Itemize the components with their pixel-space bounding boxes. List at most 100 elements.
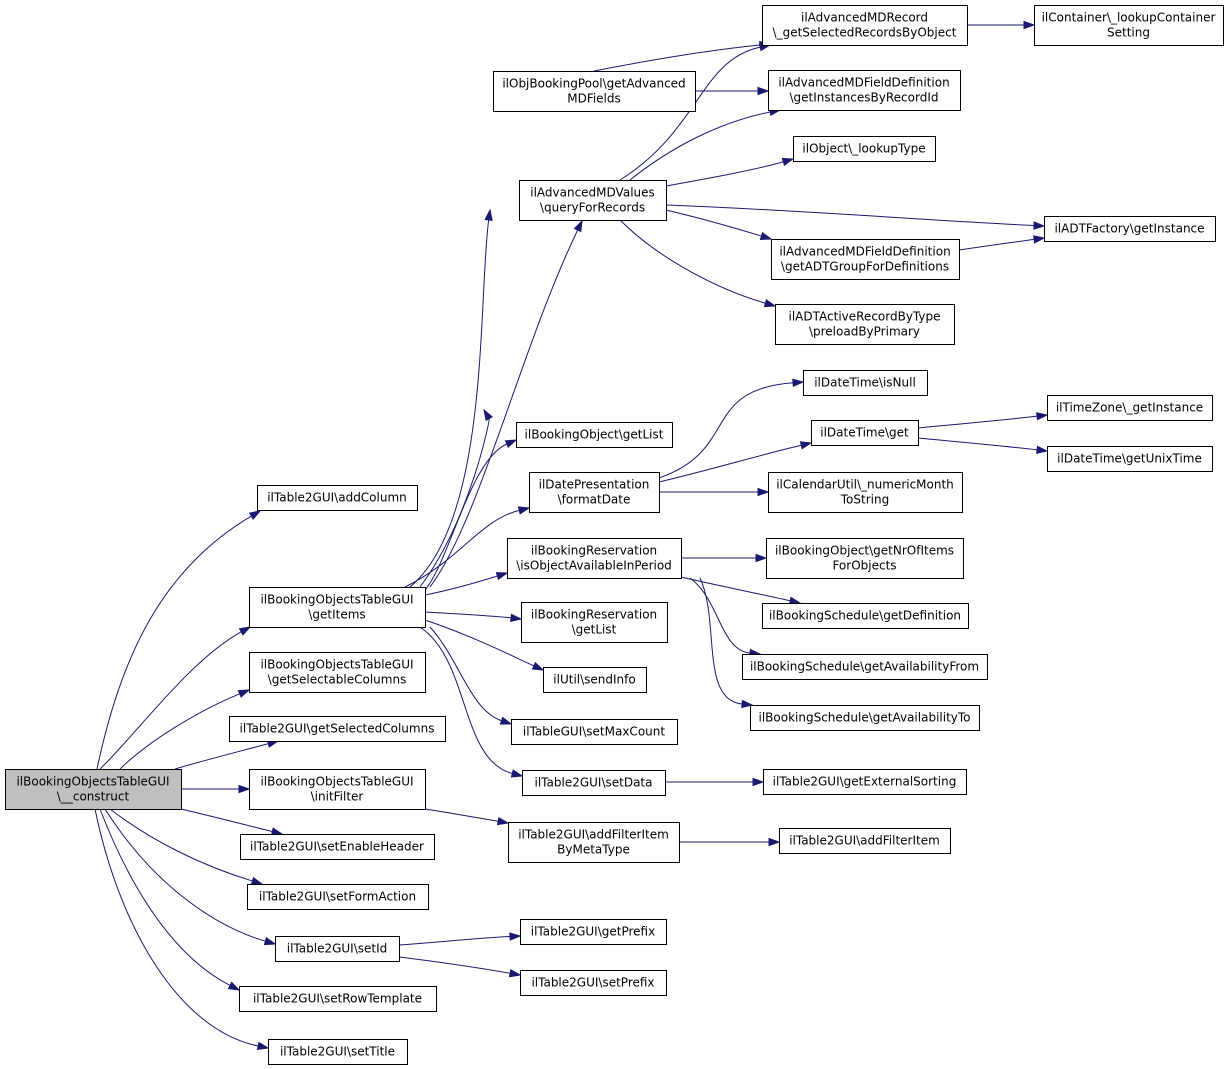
call-edge-dtGet-to-getUnixTime (917, 437, 1049, 454)
node-label: ilDatePresentation (539, 478, 650, 492)
call-edge-formatDate-to-dtGet (658, 441, 813, 483)
call-edge-construct-to-getSelectedColumns (174, 739, 280, 770)
function-node-getSelectedRecordsByObject[interactable]: ilAdvancedMDRecord\_getSelectedRecordsBy… (762, 5, 968, 46)
arrowhead (759, 231, 773, 240)
node-box (239, 986, 437, 1012)
node-label: ilTable2GUI\setRowTemplate (253, 992, 422, 1006)
function-node-preloadByPrimary[interactable]: ilADTActiveRecordByType\preloadByPrimary (775, 304, 955, 345)
call-edge-getItems-to-getAdvancedMDFields (409, 208, 493, 588)
function-node-setFormAction[interactable]: ilTable2GUI\setFormAction (247, 884, 429, 910)
arrowhead (1036, 445, 1049, 454)
function-node-getAvailabilityTo[interactable]: ilBookingSchedule\getAvailabilityTo (750, 705, 980, 731)
node-box (522, 770, 666, 796)
function-node-setPrefix[interactable]: ilTable2GUI\setPrefix (520, 970, 667, 996)
node-label: \initFilter (311, 790, 364, 804)
node-label: ilTable2GUI\getExternalSorting (773, 775, 957, 789)
call-edge-construct-to-getSelectableColumns (119, 689, 251, 770)
function-node-initFilter[interactable]: ilBookingObjectsTableGUI\initFilter (249, 769, 426, 810)
function-node-getInstancesByRecordId[interactable]: ilAdvancedMDFieldDefinition\getInstances… (768, 70, 961, 111)
node-label: ilBookingObject\getNrOfItems (775, 544, 954, 558)
function-node-setRowTemplate[interactable]: ilTable2GUI\setRowTemplate (239, 986, 437, 1012)
call-edge-queryForRecords-to-lookupType (665, 157, 795, 187)
arrowhead (250, 876, 264, 885)
node-label: ilContainer\_lookupContainer (1042, 11, 1216, 25)
arrowhead (270, 827, 284, 836)
node-label: ilAdvancedMDFieldDefinition (779, 245, 950, 259)
function-node-getExternalSorting[interactable]: ilTable2GUI\getExternalSorting (763, 769, 967, 795)
node-label: ilADTFactory\getInstance (1054, 222, 1204, 236)
function-node-getItems[interactable]: ilBookingObjectsTableGUI\getItems (249, 587, 426, 628)
call-edge-construct-to-addColumn (96, 510, 262, 770)
node-box (516, 422, 673, 448)
node-label: ilADTActiveRecordByType (789, 310, 941, 324)
function-node-setEnableHeader[interactable]: ilTable2GUI\setEnableHeader (240, 834, 435, 860)
node-label: ilObjBookingPool\getAdvanced (502, 77, 685, 91)
call-edge-getItems-to-resGetList (424, 611, 523, 622)
node-box (521, 602, 668, 643)
arrowhead (508, 969, 522, 978)
function-node-getPrefix[interactable]: ilTable2GUI\getPrefix (520, 919, 667, 945)
call-edge-construct-to-initFilter (180, 784, 251, 794)
call-edge-getADTGroup-to-adtGetInstance (958, 235, 1046, 251)
function-node-resGetList[interactable]: ilBookingReservation\getList (521, 602, 668, 643)
node-label: ilBookingObjectsTableGUI (260, 775, 413, 789)
node-box (768, 472, 963, 513)
call-edge-construct-to-setFormAction (109, 808, 264, 885)
node-label: ilTable2GUI\setFormAction (259, 890, 416, 904)
function-node-addFilterItem[interactable]: ilTable2GUI\addFilterItem (779, 828, 951, 854)
function-node-tzGetInstance[interactable]: ilTimeZone\_getInstance (1047, 395, 1213, 421)
function-node-lookupType[interactable]: ilObject\_lookupType (793, 136, 936, 162)
call-edge-queryForRecords-to-getInstancesByRecordId (629, 107, 782, 181)
function-node-getAvailabilityFrom[interactable]: ilBookingSchedule\getAvailabilityFrom (742, 654, 988, 680)
node-label: ilAdvancedMDFieldDefinition (778, 76, 949, 90)
function-node-getSelectedColumns[interactable]: ilTable2GUI\getSelectedColumns (229, 716, 446, 742)
node-box (762, 603, 969, 629)
node-label: ilTableGUI\setMaxCount (523, 725, 665, 739)
call-edge-queryForRecords-to-preloadByPrimary (619, 219, 777, 308)
function-node-dtGet[interactable]: ilDateTime\get (811, 420, 919, 446)
node-box (1047, 395, 1213, 421)
node-box (529, 472, 660, 513)
function-node-isNull[interactable]: ilDateTime\isNull (803, 370, 928, 396)
function-node-setMaxCount[interactable]: ilTableGUI\setMaxCount (511, 719, 678, 745)
call-nodes: ilBookingObjectsTableGUI\__construct ilTa… (5, 5, 1224, 1065)
function-node-getUnixTime[interactable]: ilDateTime\getUnixTime (1047, 446, 1213, 472)
node-box (249, 652, 426, 693)
function-node-setId[interactable]: ilTable2GUI\setId (275, 936, 400, 962)
arrowhead (509, 932, 522, 941)
function-node-getDefinition[interactable]: ilBookingSchedule\getDefinition (762, 603, 969, 629)
node-box (240, 834, 435, 860)
arrowhead (781, 157, 795, 166)
call-edge-addFilterItemByMetaType-to-addFilterItem (678, 837, 781, 847)
function-node-isObjectAvailable[interactable]: ilBookingReservation\isObjectAvailableIn… (507, 538, 682, 579)
function-node-getADTGroup[interactable]: ilAdvancedMDFieldDefinition\getADTGroupF… (771, 239, 960, 280)
node-label: ilCalendarUtil\_numericMonth (776, 478, 954, 492)
arrowhead (499, 716, 513, 725)
node-label: ForObjects (832, 559, 896, 573)
node-label: ilBookingSchedule\getAvailabilityFrom (750, 660, 979, 674)
function-node-setTitle[interactable]: ilTable2GUI\setTitle (268, 1039, 408, 1065)
arrowhead (504, 439, 518, 449)
function-node-queryForRecords[interactable]: ilAdvancedMDValues\queryForRecords (519, 180, 667, 221)
function-node-construct[interactable]: ilBookingObjectsTableGUI\__construct (5, 769, 182, 810)
node-box (1034, 5, 1224, 46)
function-node-formatDate[interactable]: ilDatePresentation\formatDate (529, 472, 660, 513)
call-edge-getItems-to-setMaxCount (429, 626, 513, 725)
function-node-getSelectableColumns[interactable]: ilBookingObjectsTableGUI\getSelectableCo… (249, 652, 426, 693)
arrowhead (238, 626, 252, 636)
node-label: ilTable2GUI\setData (535, 776, 653, 790)
function-node-setData[interactable]: ilTable2GUI\setData (522, 770, 666, 796)
function-node-sendInfo[interactable]: ilUtil\sendInfo (543, 667, 647, 693)
arrowhead (757, 86, 770, 96)
function-node-objGetList[interactable]: ilBookingObject\getList (516, 422, 673, 448)
function-node-addColumn[interactable]: ilTable2GUI\addColumn (257, 485, 418, 511)
node-box (511, 719, 678, 745)
call-edge-getItems-to-sendInfo (424, 619, 545, 671)
arrowhead (510, 613, 523, 622)
function-node-adtGetInstance[interactable]: ilADTFactory\getInstance (1044, 216, 1216, 242)
